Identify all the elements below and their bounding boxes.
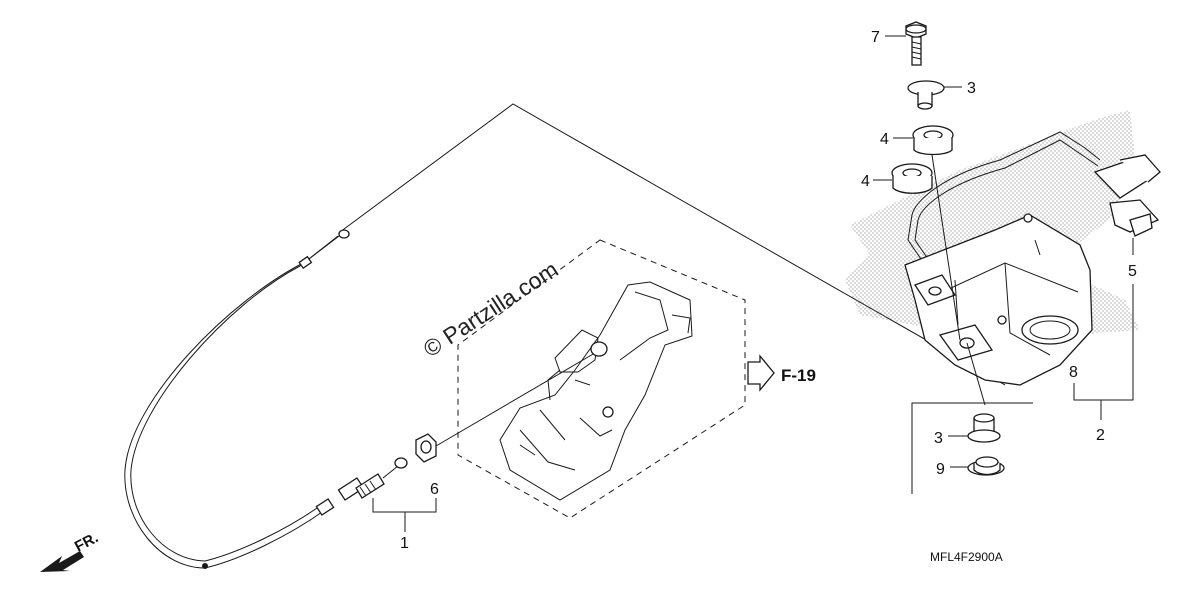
callout-9: 9 [936, 461, 945, 478]
callout-4-lower: 4 [861, 173, 870, 190]
callout-2: 2 [1096, 427, 1105, 444]
callout-6: 6 [430, 481, 439, 498]
bracket-group-left [911, 402, 1033, 494]
collar-top [907, 80, 962, 110]
callout-8: 8 [1069, 364, 1078, 381]
guide-line [339, 103, 1006, 386]
engine-case-sketch [499, 281, 693, 501]
dashed-view-box [457, 239, 746, 519]
watermark: © Partzilla.com [419, 256, 563, 362]
front-arrow-icon [40, 551, 84, 572]
ref-arrow [747, 354, 775, 392]
grommet-lower [873, 163, 933, 194]
flange-nut [950, 456, 1005, 476]
front-label: FR. [72, 529, 101, 555]
actuator-body [904, 131, 1161, 386]
ref-label: F-19 [781, 366, 816, 385]
callout-3-lower: 3 [934, 430, 943, 447]
cable-assembly [124, 229, 408, 569]
callout-4-upper: 4 [880, 131, 889, 148]
bolt [885, 21, 927, 66]
bracket-1-6 [372, 498, 437, 513]
callout-3-top: 3 [967, 80, 976, 97]
callout-5: 5 [1128, 263, 1137, 280]
nut [415, 349, 601, 463]
callout-1: 1 [400, 535, 409, 552]
bracket-2 [1073, 284, 1134, 401]
grommet-upper [893, 125, 954, 156]
callout-7: 7 [871, 29, 880, 46]
clip [1109, 199, 1160, 255]
collar-lower [948, 413, 1001, 443]
diagram-code: MFL4F2900A [930, 550, 1003, 564]
